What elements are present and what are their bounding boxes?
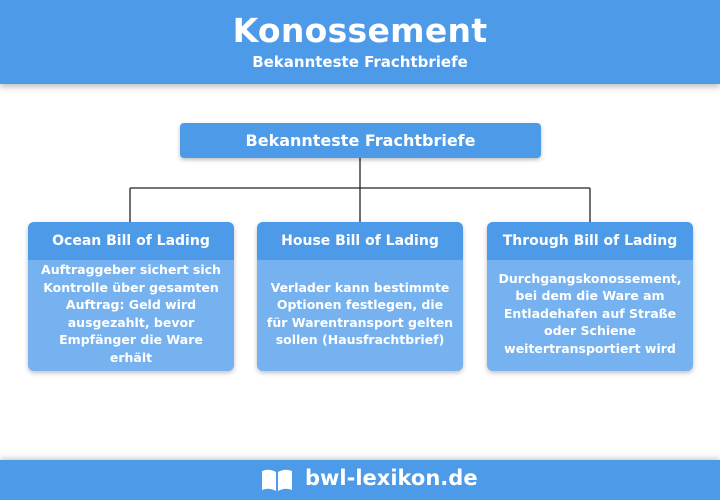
open-book-icon bbox=[262, 469, 292, 491]
footer-bar: bwl-lexikon.de bbox=[0, 460, 720, 500]
card-title: Ocean Bill of Lading bbox=[28, 222, 234, 260]
card-ocean-bill: Ocean Bill of Lading Auftraggeber sicher… bbox=[28, 222, 234, 371]
card-house-bill: House Bill of Lading Verlader kann besti… bbox=[257, 222, 463, 371]
brand-logo-text[interactable]: bwl-lexikon.de bbox=[305, 466, 478, 490]
page-subtitle: Bekannteste Frachtbriefe bbox=[252, 53, 468, 71]
card-title: Through Bill of Lading bbox=[487, 222, 693, 260]
card-text: Verlader kann bestimmte Optionen festleg… bbox=[266, 279, 454, 348]
card-text: Auftraggeber sichert sich Kontrolle über… bbox=[41, 262, 221, 365]
header-banner: Konossement Bekannteste Frachtbriefe bbox=[0, 0, 720, 84]
card-description: Durchgangskonossement, bei dem die Ware … bbox=[495, 260, 685, 367]
root-node: Bekannteste Frachtbriefe bbox=[180, 123, 541, 158]
card-text: Durchgangskonossement, bei dem die Ware … bbox=[498, 270, 682, 356]
card-description: Auftraggeber sichert sich Kontrolle über… bbox=[36, 260, 226, 367]
card-title: House Bill of Lading bbox=[257, 222, 463, 260]
card-through-bill: Through Bill of Lading Durchgangskonosse… bbox=[487, 222, 693, 371]
page-title: Konossement bbox=[232, 11, 488, 50]
card-description: Verlader kann bestimmte Optionen festleg… bbox=[265, 260, 455, 367]
